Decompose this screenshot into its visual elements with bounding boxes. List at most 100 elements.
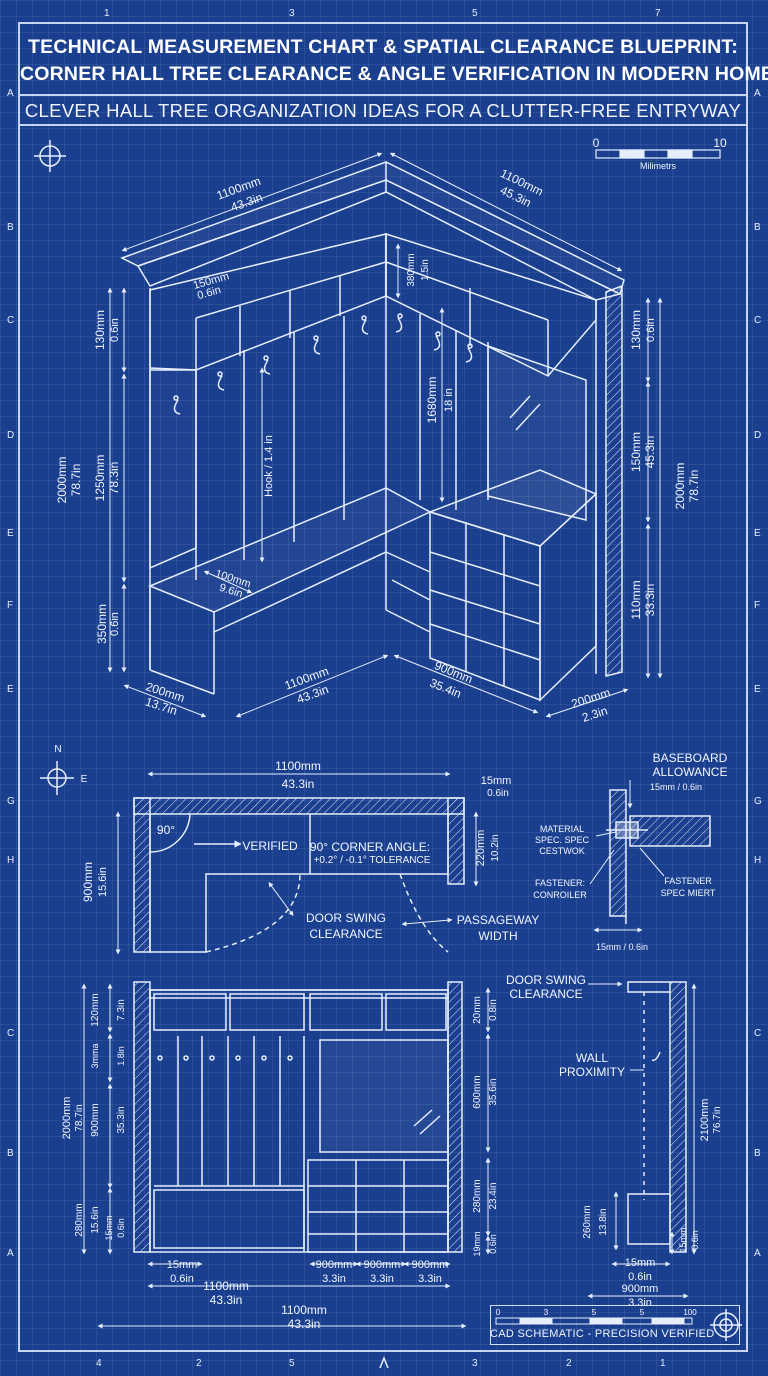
hook-label: Hook / 1.4 in — [263, 435, 275, 497]
title-line-1: TECHNICAL MEASUREMENT CHART & SPATIAL CL… — [28, 36, 738, 58]
dim-label: 19mm — [472, 1231, 482, 1256]
scale-unit: Milimetrs — [640, 161, 676, 171]
frame-label-left: D — [7, 430, 15, 441]
frame-label-left: C — [7, 1028, 15, 1039]
frame-label-right: G — [754, 796, 762, 807]
frame-label-right: B — [754, 1148, 761, 1159]
dim-label: 900mm — [81, 862, 95, 902]
dim-label: 43.3in — [210, 1293, 243, 1307]
frame-label-bottom: 5 — [289, 1358, 295, 1369]
wall-proximity-label: WALL — [576, 1051, 609, 1065]
frame-label-right: D — [754, 430, 762, 441]
dim-label: 120mm — [90, 993, 101, 1026]
frame-label-bottom: 4 — [96, 1358, 102, 1369]
frame-label-left: C — [7, 315, 15, 326]
dim-label: 13.8in — [598, 1208, 609, 1235]
verified-label: VERIFIED — [242, 839, 298, 853]
dim-label: 0.6in — [109, 612, 121, 636]
drawing-frame — [18, 22, 748, 1352]
footer-scale-tick: 5 — [592, 1308, 597, 1317]
frame-label-right: H — [754, 855, 762, 866]
frame-label-left: B — [7, 1148, 14, 1159]
dim-label: 7.3in — [116, 999, 127, 1021]
footer-scale-bar — [495, 1317, 693, 1325]
dim-label: 0.6in — [690, 1230, 700, 1250]
frame-label-bottom: 1 — [660, 1358, 666, 1369]
dim-label: 1100mm — [203, 1279, 249, 1293]
dim-label: 78.7in — [687, 470, 701, 503]
dim-label: 1680mm — [425, 377, 439, 424]
dim-label: 3.3in — [322, 1273, 346, 1285]
material-label: CESTWOK — [539, 846, 585, 856]
dim-label: 10.2in — [490, 834, 501, 861]
dim-label: 600mm — [472, 1075, 483, 1108]
dim-label: 15mm — [104, 1215, 114, 1240]
footer-label: CAD SCHEMATIC - PRECISION VERIFIED — [490, 1328, 715, 1340]
dim-label: 23.4in — [488, 1182, 499, 1209]
footer-scale-tick: 100 — [683, 1308, 697, 1317]
frame-label-right: F — [754, 600, 761, 611]
dim-label: 1.8in — [116, 1046, 126, 1066]
elevation-dimension-lines — [81, 983, 491, 1329]
dim-label: 110mm — [629, 580, 643, 619]
scale-start: 0 — [593, 136, 600, 150]
iso-dimension-lines — [107, 152, 663, 718]
dim-label: 0.6in — [487, 788, 509, 799]
dim-label: 0.6in — [645, 318, 657, 342]
dim-label: 0.6in — [488, 1234, 498, 1254]
fastener-label: CONROILER — [533, 890, 587, 900]
frame-label-right: A — [754, 1248, 761, 1259]
frame-label-right: B — [754, 222, 761, 233]
dim-label: 900mm — [316, 1259, 353, 1271]
dim-label: 280mm — [472, 1179, 483, 1212]
dim-label: 220mm — [475, 830, 487, 867]
dim-label: 130mm — [629, 310, 643, 350]
footer-scale-tick: 0 — [496, 1308, 501, 1317]
baseboard-label: ALLOWANCE — [653, 765, 728, 779]
door-swing-label: CLEARANCE — [509, 987, 582, 1001]
dim-label: 900mm — [412, 1259, 449, 1271]
baseboard-dim: 15mm / 0.6in — [650, 782, 702, 792]
angle-label: 90° — [157, 823, 175, 837]
dim-label: 78.3in — [107, 462, 121, 495]
dim-label: 1250mm — [93, 455, 107, 502]
fastener-label: FASTENER: — [535, 878, 585, 888]
dim-label: 15.6in — [97, 867, 109, 897]
fastener-label: SPEC MIERT — [661, 888, 716, 898]
iso-hall-tree — [120, 161, 625, 702]
compass-icon — [40, 761, 74, 795]
dim-label: 1.5in — [420, 259, 431, 281]
frame-label-left: B — [7, 222, 14, 233]
frame-label-left: A — [7, 1248, 14, 1259]
dim-label: 3.3in — [370, 1273, 394, 1285]
fastener-label: FASTENER — [664, 876, 712, 886]
dim-label: 150mm — [629, 432, 643, 472]
dim-label: 0.6in — [109, 318, 121, 342]
frame-label-bottom: 2 — [196, 1358, 202, 1369]
dim-label: 18 in — [443, 388, 455, 412]
dim-label: 350mm — [95, 604, 109, 644]
dim-label: 3mma — [90, 1043, 100, 1068]
frame-label-top: 1 — [104, 8, 110, 19]
baseboard-label: BASEBOARD — [653, 751, 728, 765]
frame-label-left: A — [7, 88, 14, 99]
frame-label-bottom: 3 — [472, 1358, 478, 1369]
frame-label-top: 7 — [655, 8, 661, 19]
dim-label: 2000mm — [673, 463, 687, 510]
dim-label: 43.3in — [282, 777, 315, 791]
dim-label: 900mm — [622, 1283, 659, 1295]
dim-label: 0.8in — [488, 999, 499, 1021]
dim-label: 2000mm — [61, 1097, 73, 1140]
door-swing-label: CLEARANCE — [309, 927, 382, 941]
dim-label: 15.6in — [90, 1206, 101, 1233]
dim-label: 20mm — [472, 996, 483, 1024]
detail-section — [589, 780, 711, 933]
subtitle-block — [20, 96, 746, 126]
frame-label-top: 5 — [472, 8, 478, 19]
dim-label: 15mm — [167, 1259, 198, 1271]
title-line-2: CORNER HALL TREE CLEARANCE & ANGLE VERIF… — [20, 63, 768, 85]
front-elevation — [133, 981, 463, 1253]
dim-label: 33.3in — [643, 584, 657, 617]
frame-label-bottom: 2 — [566, 1358, 572, 1369]
